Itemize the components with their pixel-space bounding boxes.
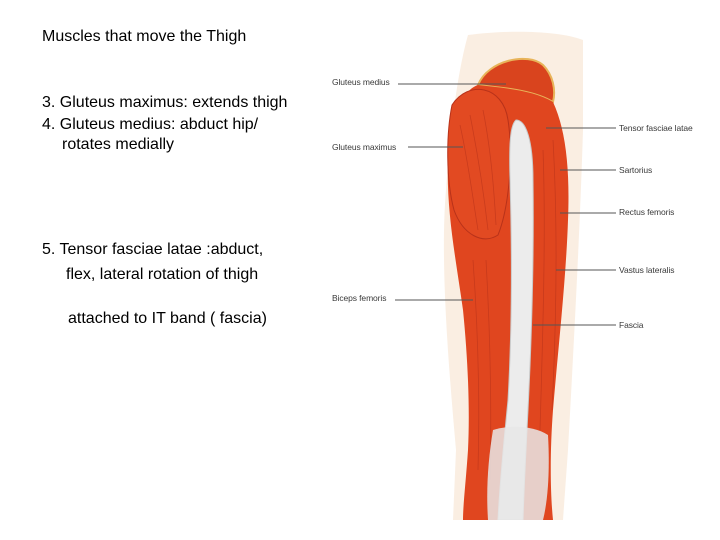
item-gluteus-maximus: 3. Gluteus maximus: extends thigh — [42, 94, 288, 111]
item-tensor-fasciae-latae-line1: 5. Tensor fasciae latae :abduct, — [42, 241, 264, 258]
label-tensor-fasciae-latae: Tensor fasciae latae — [619, 123, 693, 133]
item-tensor-fasciae-latae-line2: flex, lateral rotation of thigh — [66, 266, 259, 283]
thigh-muscle-illustration: Gluteus medius Gluteus maximus Biceps fe… — [328, 30, 720, 520]
thigh-muscle-drawing — [395, 31, 616, 520]
label-gluteus-medius: Gluteus medius — [332, 77, 390, 87]
label-fascia: Fascia — [619, 320, 644, 330]
label-gluteus-maximus: Gluteus maximus — [332, 142, 397, 152]
item-tensor-fasciae-latae-line3: attached to IT band ( fascia) — [68, 310, 267, 327]
slide-title: Muscles that move the Thigh — [42, 28, 247, 45]
knee-tendon — [487, 426, 549, 520]
label-vastus-lateralis: Vastus lateralis — [619, 265, 675, 275]
leader-lines — [395, 83, 616, 326]
label-biceps-femoris: Biceps femoris — [332, 293, 387, 303]
item-gluteus-medius-line2: rotates medially — [62, 136, 175, 153]
label-rectus-femoris: Rectus femoris — [619, 207, 675, 217]
item-gluteus-medius-line1: 4. Gluteus medius: abduct hip/ — [42, 116, 259, 133]
label-sartorius: Sartorius — [619, 165, 653, 175]
